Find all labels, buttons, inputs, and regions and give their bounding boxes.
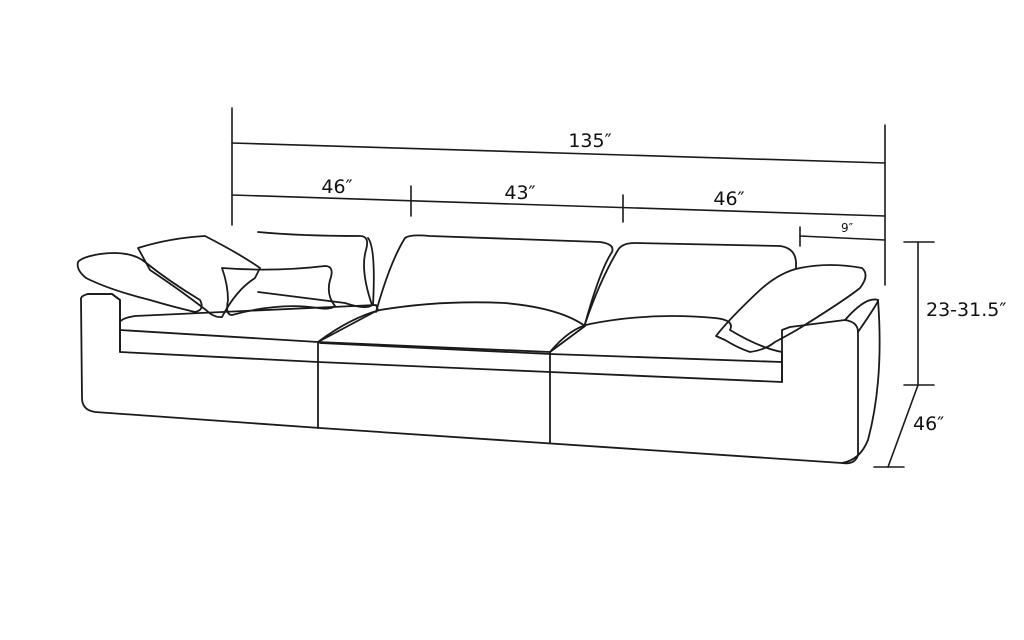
sofa-base-outline <box>79 293 859 465</box>
right-arm-top-back <box>844 298 879 321</box>
right-pillow-arm <box>715 264 867 353</box>
seat-front-edge-middle <box>319 342 551 355</box>
right-section-label: 46″ <box>713 188 744 210</box>
back-cushion-right <box>584 242 797 325</box>
total-width-label: 135″ <box>568 130 611 152</box>
section-width-line <box>231 194 886 217</box>
left-pillow-large <box>137 235 261 319</box>
left-pillow-arm <box>76 252 203 313</box>
back-cushion-left-edge <box>367 237 375 306</box>
sofa-illustration <box>76 231 881 465</box>
left-arm-top <box>87 293 121 353</box>
dimension-lines <box>231 107 935 468</box>
middle-section-label: 43″ <box>504 182 535 204</box>
arm-width-label: 9″ <box>841 221 854 235</box>
seat-cushion-middle <box>317 301 586 353</box>
right-arm-side <box>841 299 881 464</box>
seat-front-edge-right <box>549 353 783 363</box>
left-pillow-lumbar <box>221 265 336 316</box>
dimension-labels: 135″ 46″ 43″ 46″ 9″ 23-31.5″ 46″ <box>321 130 1006 435</box>
height-label: 23-31.5″ <box>926 299 1006 321</box>
depth-label: 46″ <box>913 413 944 435</box>
seat-cushion-right <box>549 315 783 383</box>
arm-width-line <box>799 235 886 241</box>
left-pillow-back <box>257 231 373 308</box>
total-width-line <box>231 142 886 164</box>
depth-line <box>887 384 919 468</box>
back-cushion-middle <box>375 234 614 325</box>
left-section-label: 46″ <box>321 176 352 198</box>
